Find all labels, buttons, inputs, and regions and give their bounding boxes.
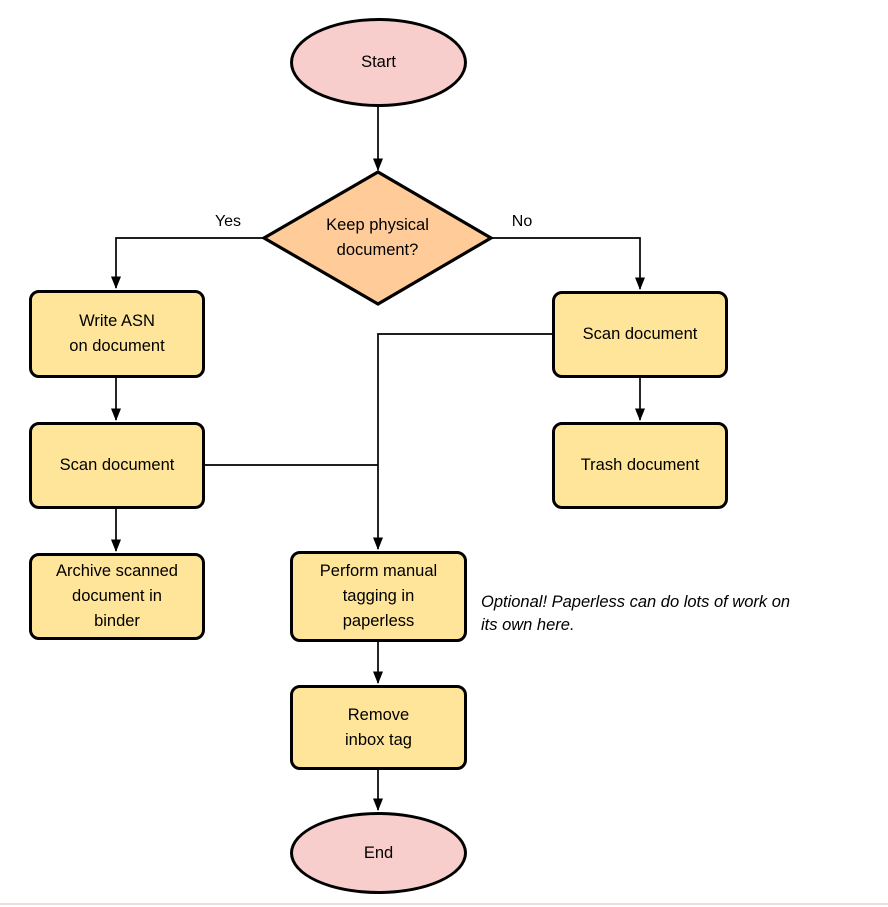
node-write-asn: Write ASN on document	[29, 290, 205, 378]
edge-decision-no-to-scan-right	[491, 237, 645, 290]
bottom-edge-line	[0, 903, 888, 905]
node-start: Start	[290, 18, 467, 107]
node-end: End	[290, 812, 467, 894]
node-scan-left: Scan document	[29, 422, 205, 509]
node-remove-inbox: Remove inbox tag	[290, 685, 467, 770]
edge-scan-right-to-tagging	[373, 333, 552, 550]
node-trash: Trash document	[552, 422, 728, 509]
node-decision: Keep physical document?	[326, 216, 429, 259]
edge-label-no: No	[511, 213, 533, 230]
edge-decision-yes-to-write-asn	[111, 237, 264, 289]
annotation-optional-note: Optional! Paperless can do lots of work …	[481, 593, 791, 634]
node-scan-right: Scan document	[552, 291, 728, 378]
node-archive: Archive scanned document in binder	[29, 553, 205, 640]
edge-label-yes: Yes	[214, 213, 242, 230]
node-tagging: Perform manual tagging in paperless	[290, 551, 467, 642]
decision-diamond-shape	[260, 170, 495, 306]
